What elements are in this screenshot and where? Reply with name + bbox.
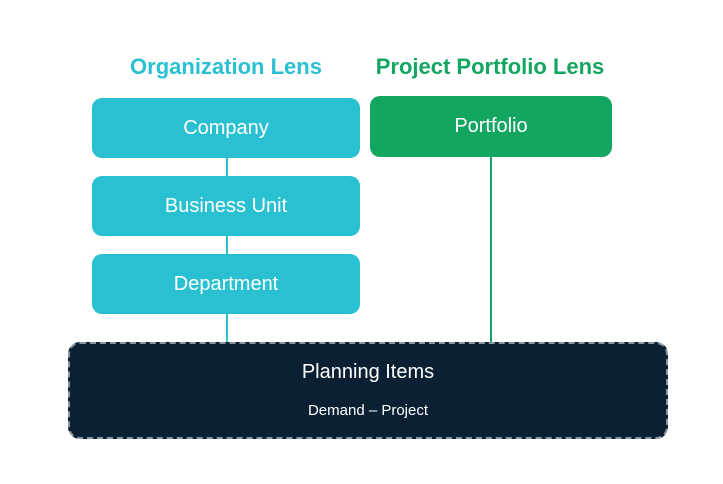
connector-portfolio-planning-items: [490, 157, 492, 344]
planning-items-box: Planning Items Demand – Project: [68, 342, 668, 439]
business-unit-box: Business Unit: [92, 176, 360, 236]
portfolio-box: Portfolio: [370, 96, 612, 157]
connector-business-unit-department: [226, 236, 228, 254]
planning-items-subtitle: Demand – Project: [307, 402, 429, 419]
connector-department-planning-items: [226, 314, 228, 344]
project-portfolio-lens-heading: Project Portfolio Lens: [375, 54, 605, 79]
planning-items-title: Planning Items: [301, 361, 435, 383]
department-box: Department: [92, 254, 360, 314]
organization-lens-heading: Organization Lens: [130, 54, 322, 79]
connector-company-business-unit: [226, 158, 228, 176]
company-box: Company: [92, 98, 360, 158]
